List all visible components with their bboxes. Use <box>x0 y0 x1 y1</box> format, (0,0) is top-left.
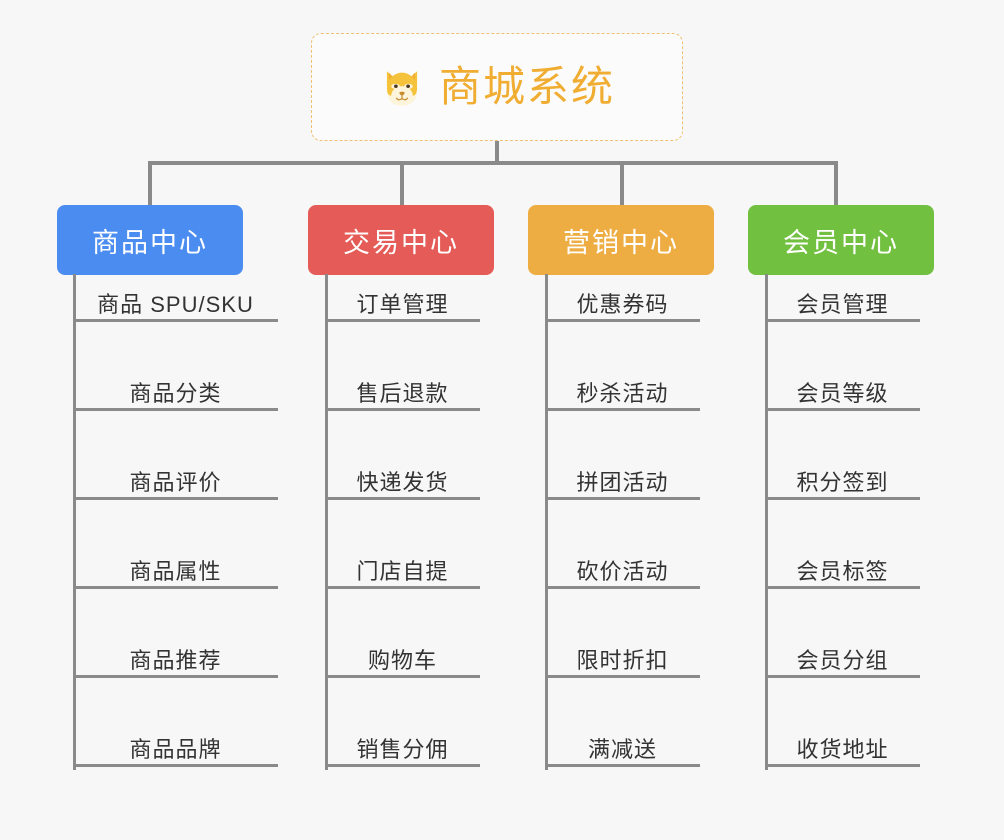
category-label: 会员中心 <box>783 227 899 258</box>
leaf-item[interactable]: 商品属性 <box>73 545 278 589</box>
shiba-dog-icon <box>386 71 418 106</box>
leaf-item[interactable]: 商品评价 <box>73 456 278 500</box>
root-node[interactable]: 商城系统 <box>311 33 683 141</box>
leaf-item-label: 会员标签 <box>796 558 889 584</box>
drop-connector-2 <box>400 161 404 205</box>
leaf-item[interactable]: 购物车 <box>325 634 480 678</box>
leaf-item-label: 快递发货 <box>356 469 449 495</box>
leaf-item-label: 销售分佣 <box>356 736 449 762</box>
horizontal-bus-connector <box>148 161 838 165</box>
leaf-item[interactable]: 会员分组 <box>765 634 920 678</box>
root-stem-connector <box>495 141 499 163</box>
leaf-item[interactable]: 积分签到 <box>765 456 920 500</box>
leaf-item-label: 商品 SPU/SKU <box>97 291 254 317</box>
category-box-product-center[interactable]: 商品中心 <box>57 205 243 275</box>
leaf-item[interactable]: 商品分类 <box>73 367 278 411</box>
branch-trunk-line <box>765 274 768 770</box>
leaf-item[interactable]: 商品品牌 <box>73 723 278 767</box>
drop-connector-3 <box>620 161 624 205</box>
leaf-item-label: 订单管理 <box>356 291 449 317</box>
category-box-trade-center[interactable]: 交易中心 <box>308 205 494 275</box>
leaf-item[interactable]: 商品 SPU/SKU <box>73 278 278 322</box>
leaf-item-label: 商品推荐 <box>129 647 222 673</box>
leaf-item[interactable]: 快递发货 <box>325 456 480 500</box>
leaf-item-label: 满减送 <box>587 736 657 762</box>
leaf-item-label: 砍价活动 <box>576 558 669 584</box>
leaf-item-label: 限时折扣 <box>576 647 669 673</box>
drop-connector-1 <box>148 161 152 205</box>
leaf-item-label: 会员等级 <box>796 380 889 406</box>
category-label: 交易中心 <box>343 227 459 258</box>
leaf-item[interactable]: 会员标签 <box>765 545 920 589</box>
branch-trunk-line <box>73 274 76 770</box>
leaf-item-label: 商品属性 <box>129 558 222 584</box>
leaf-item[interactable]: 拼团活动 <box>545 456 700 500</box>
leaf-item-label: 商品分类 <box>129 380 222 406</box>
leaf-item-label: 商品评价 <box>129 469 222 495</box>
leaf-item[interactable]: 满减送 <box>545 723 700 767</box>
leaf-item[interactable]: 收货地址 <box>765 723 920 767</box>
category-label: 商品中心 <box>92 227 208 258</box>
branch-trunk-line <box>325 274 328 770</box>
branch-trunk-line <box>545 274 548 770</box>
leaf-item-label: 拼团活动 <box>576 469 669 495</box>
category-label: 营销中心 <box>563 227 679 258</box>
category-box-member-center[interactable]: 会员中心 <box>748 205 934 275</box>
drop-connector-4 <box>834 161 838 205</box>
leaf-item[interactable]: 商品推荐 <box>73 634 278 678</box>
leaf-item-label: 秒杀活动 <box>576 380 669 406</box>
leaf-item-label: 门店自提 <box>356 558 449 584</box>
leaf-item-label: 会员分组 <box>796 647 889 673</box>
leaf-item-label: 收货地址 <box>796 736 889 762</box>
root-label: 商城系统 <box>438 63 615 110</box>
leaf-item[interactable]: 砍价活动 <box>545 545 700 589</box>
leaf-item-label: 售后退款 <box>356 380 449 406</box>
leaf-item-label: 购物车 <box>367 647 437 673</box>
category-box-marketing-center[interactable]: 营销中心 <box>528 205 714 275</box>
leaf-item[interactable]: 会员等级 <box>765 367 920 411</box>
leaf-item-label: 商品品牌 <box>129 736 222 762</box>
leaf-item-label: 会员管理 <box>796 291 889 317</box>
leaf-item[interactable]: 会员管理 <box>765 278 920 322</box>
leaf-item[interactable]: 限时折扣 <box>545 634 700 678</box>
leaf-item[interactable]: 优惠券码 <box>545 278 700 322</box>
leaf-item[interactable]: 订单管理 <box>325 278 480 322</box>
leaf-item[interactable]: 售后退款 <box>325 367 480 411</box>
leaf-item[interactable]: 销售分佣 <box>325 723 480 767</box>
leaf-item[interactable]: 秒杀活动 <box>545 367 700 411</box>
leaf-item[interactable]: 门店自提 <box>325 545 480 589</box>
leaf-item-label: 优惠券码 <box>576 291 669 317</box>
leaf-item-label: 积分签到 <box>796 469 889 495</box>
